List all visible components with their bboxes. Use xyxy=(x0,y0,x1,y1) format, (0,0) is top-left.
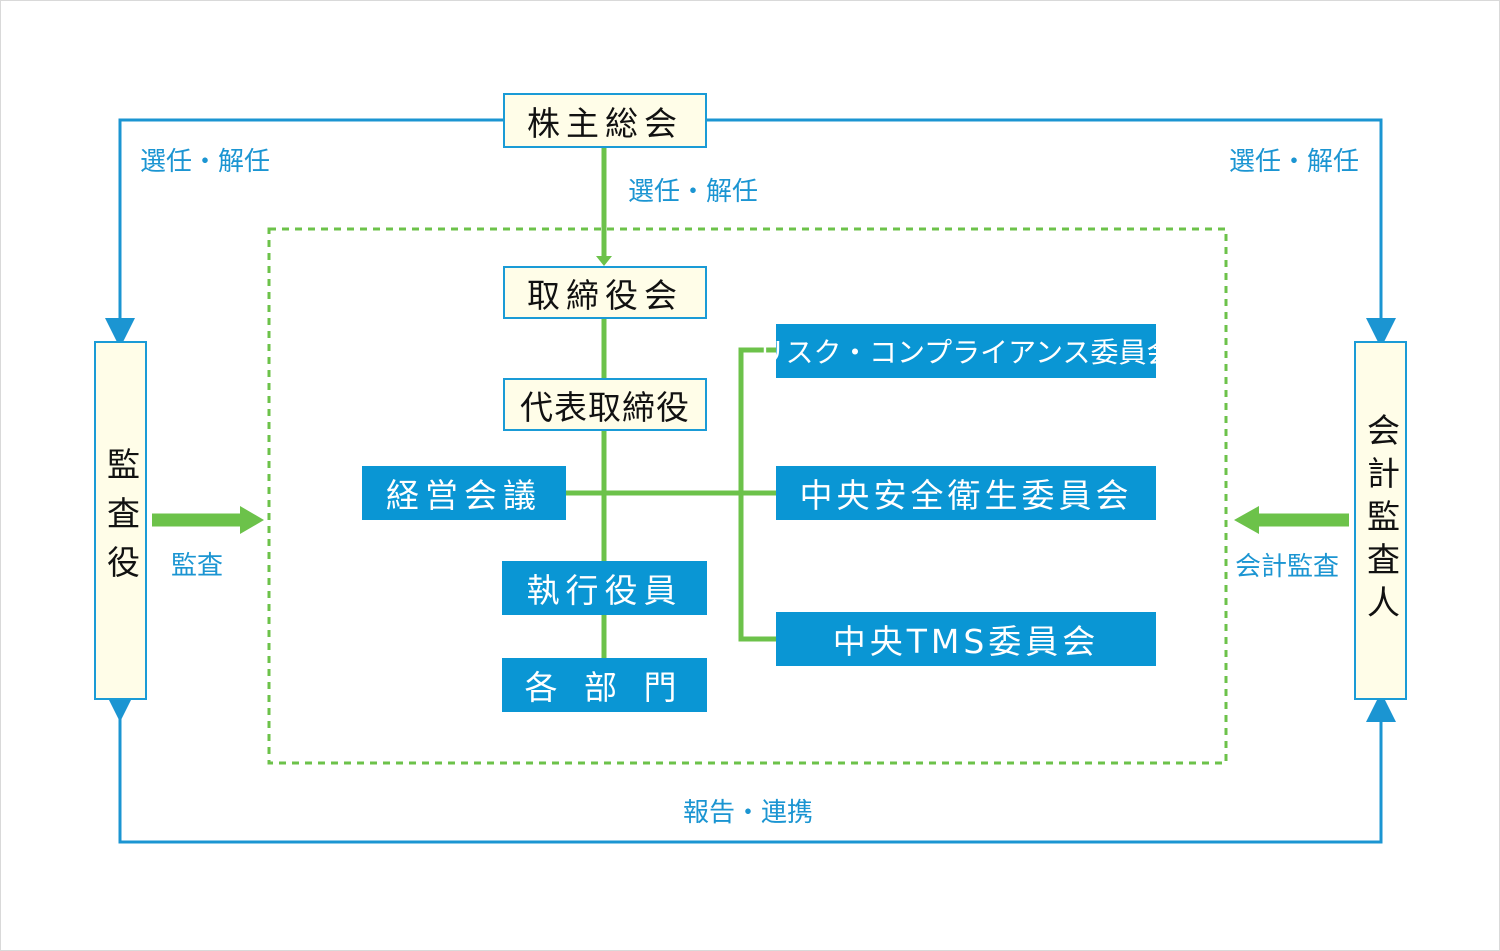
safety-health-committee-box: 中央安全衛生委員会 xyxy=(776,466,1156,520)
management-meeting-box: 経営会議 xyxy=(362,466,566,520)
elect-dismiss-label-left: 選任・解任 xyxy=(140,147,271,177)
accounting-audit-arrow-head xyxy=(1234,506,1259,534)
accounting-auditor-box: 会計監査人 xyxy=(1354,341,1407,700)
elect-line-left xyxy=(105,118,503,348)
elect-dismiss-label-right: 選任・解任 xyxy=(1229,147,1360,177)
elect-arrowhead-center xyxy=(596,256,612,266)
elect-dismiss-label-center: 選任・解任 xyxy=(628,177,759,207)
shareholders-meeting-box: 株主総会 xyxy=(503,93,707,148)
board-of-directors-box: 取締役会 xyxy=(503,266,707,319)
management-enclosure xyxy=(267,227,1228,765)
auditor-box: 監査役 xyxy=(94,341,147,700)
audit-arrow-head xyxy=(240,506,264,534)
report-line xyxy=(105,692,1396,844)
representative-director-box: 代表取締役 xyxy=(503,378,707,431)
departments-box: 各 部 門 xyxy=(502,658,707,712)
executive-officers-box: 執行役員 xyxy=(502,561,707,615)
elect-line-right xyxy=(707,118,1396,348)
committee-bracket xyxy=(738,347,777,642)
accounting-audit-label: 会計監査 xyxy=(1235,552,1340,582)
risk-compliance-committee-box: リスク・コンプライアンス委員会 xyxy=(758,324,1174,378)
report-cooperation-label: 報告・連携 xyxy=(683,798,814,828)
audit-label: 監査 xyxy=(171,551,224,581)
tms-committee-box: 中央TMS委員会 xyxy=(776,612,1156,666)
